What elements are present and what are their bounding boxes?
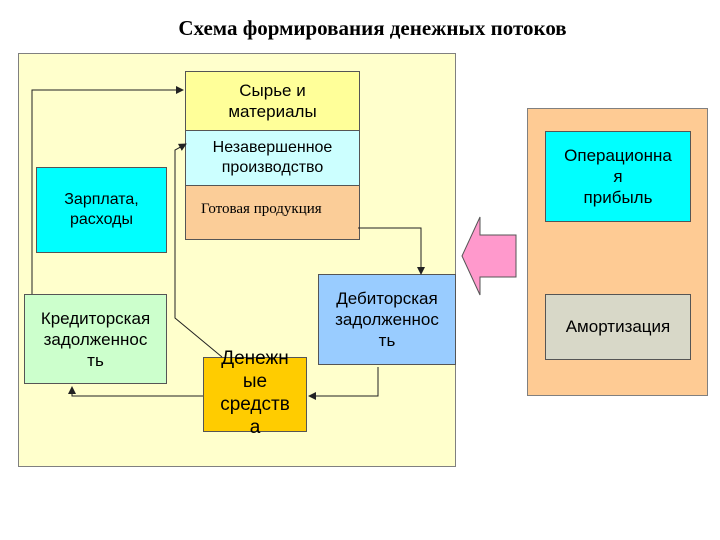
operating-profit-box: Операционна я прибыль <box>545 131 691 222</box>
cash-label: Денежн ые средств а <box>220 348 290 438</box>
diagram-title: Схема формирования денежных потоков <box>178 16 567 40</box>
accounts-payable-box: Кредиторская задолженнос ть <box>24 294 167 384</box>
inflow-arrow <box>461 216 517 296</box>
accounts-receivable-box: Дебиторская задолженнос ть <box>318 274 456 365</box>
finished-goods-box: Готовая продукция <box>185 186 360 240</box>
arrow-cash-to-wip <box>174 143 223 358</box>
arrow-receivable-to-cash <box>308 367 379 400</box>
cash-box: Денежн ые средств а <box>203 348 307 438</box>
arrow-finished-to-receivable <box>358 227 425 275</box>
arrow-cash-to-payable <box>68 386 203 397</box>
depreciation-box: Амортизация <box>545 294 691 360</box>
raw-materials-box: Сырье и материалы <box>185 71 360 131</box>
arrow-payable-to-raw <box>31 86 184 294</box>
salary-expenses-box: Зарплата, расходы <box>36 167 167 253</box>
work-in-progress-box: Незавершенное производство <box>185 131 360 186</box>
